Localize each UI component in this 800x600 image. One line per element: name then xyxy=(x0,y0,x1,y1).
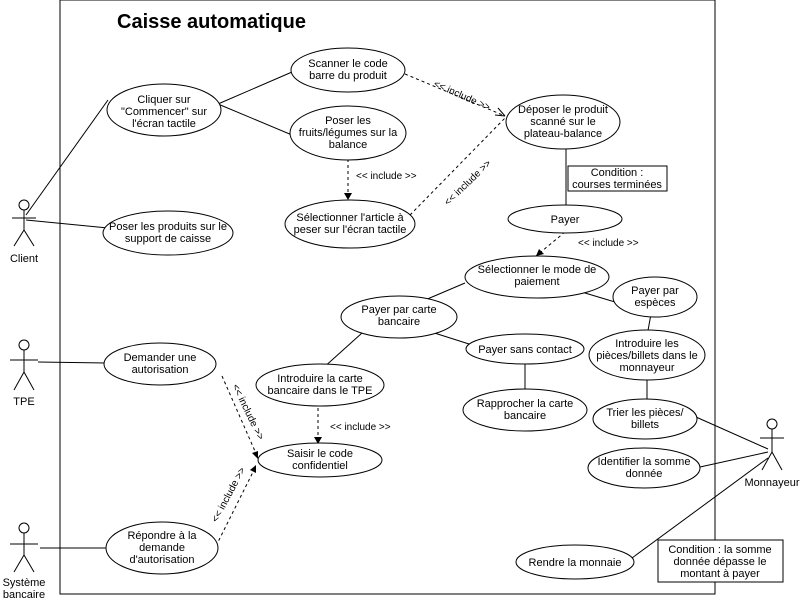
include-demander-saisir xyxy=(221,375,259,459)
system-title: Caisse automatique xyxy=(117,11,306,33)
svg-text:Trier les pièces/billets: Trier les pièces/billets xyxy=(606,407,684,431)
include-scanner-deposer xyxy=(404,73,506,117)
assoc-client-commencer xyxy=(25,99,109,216)
include-label-introduire: << include >> xyxy=(330,422,391,433)
include-repondre-saisir xyxy=(215,465,257,547)
svg-text:Condition :courses terminées: Condition :courses terminées xyxy=(572,167,662,191)
assoc-commencer-poser-fruits xyxy=(217,103,293,136)
assoc-carte-introduire xyxy=(321,332,363,370)
svg-text:Client: Client xyxy=(10,253,38,265)
svg-text:Payer: Payer xyxy=(551,214,580,226)
actor-tpe: TPE xyxy=(10,339,38,408)
assoc-tpe-demander xyxy=(37,361,107,364)
svg-text:TPE: TPE xyxy=(13,396,34,408)
include-label-payer: << include >> xyxy=(578,238,639,249)
arrowhead xyxy=(536,249,544,256)
actor-monnayeur: Monnayeur xyxy=(744,418,800,489)
arrowhead xyxy=(344,193,352,200)
assoc-identifier-monnayeur xyxy=(699,451,769,468)
svg-text:Monnayeur: Monnayeur xyxy=(744,477,799,489)
arrowhead xyxy=(252,451,258,459)
arrowhead xyxy=(494,107,506,117)
include-selectionner-deposer xyxy=(409,117,506,216)
svg-text:Payer sans contact: Payer sans contact xyxy=(478,344,572,356)
svg-text:Rendre la monnaie: Rendre la monnaie xyxy=(529,557,622,569)
include-label-fruits: << include >> xyxy=(356,171,417,182)
note-courses: Condition :courses terminées xyxy=(567,165,668,192)
usecase-rendre: Rendre la monnaie xyxy=(515,544,635,580)
assoc-commencer-scanner xyxy=(217,71,293,105)
usecase-sans-contact: Payer sans contact xyxy=(465,333,585,365)
assoc-rendre-monnayeur xyxy=(631,457,769,559)
assoc-client-poser-support xyxy=(25,219,109,229)
arrowhead xyxy=(250,465,256,473)
assoc-trier-monnayeur xyxy=(695,416,769,450)
usecase-trier: Trier les pièces/billets xyxy=(592,398,698,440)
arrowhead xyxy=(314,437,322,444)
usecase-payer: Payer xyxy=(507,204,623,234)
actor-client: Client xyxy=(10,199,38,265)
